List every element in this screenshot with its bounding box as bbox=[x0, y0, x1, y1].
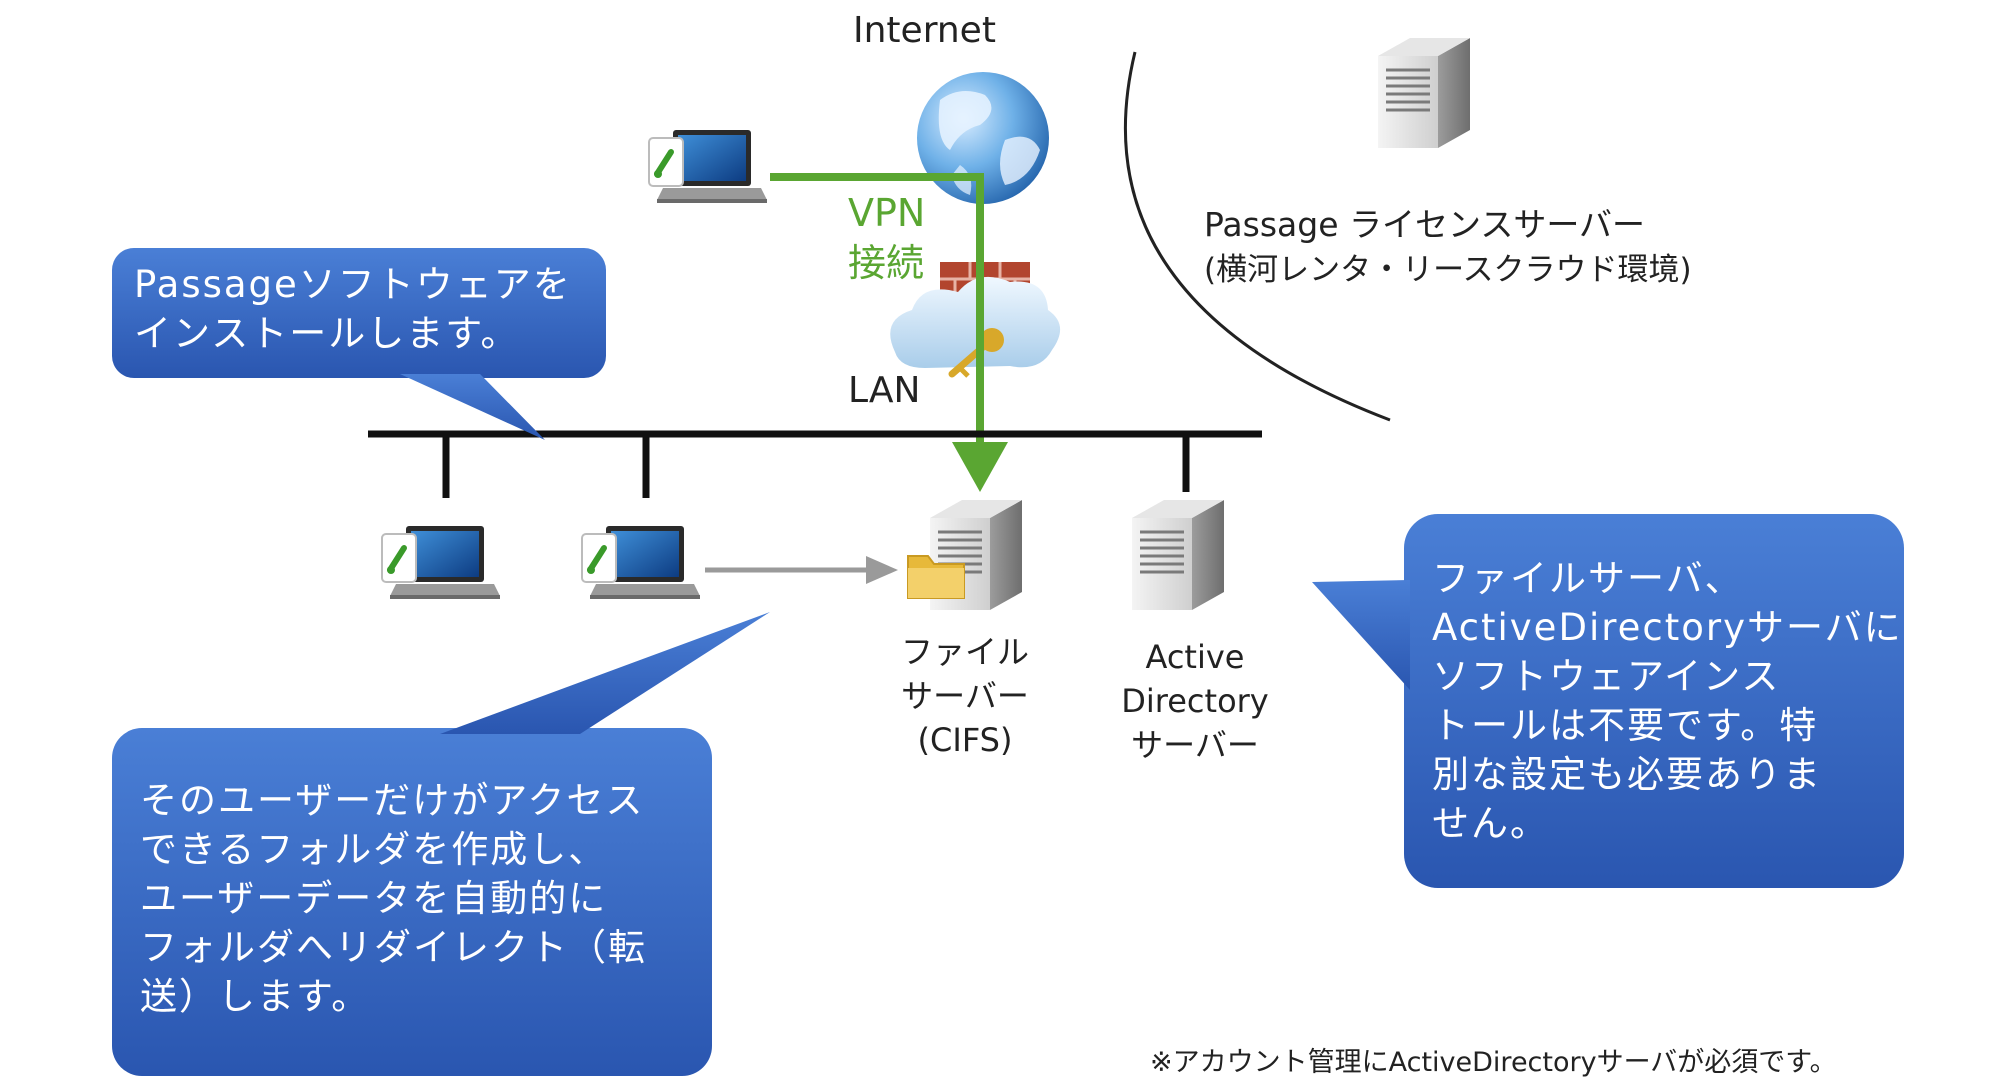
redirect-callout-shape bbox=[112, 612, 770, 1076]
file-server-label-line3: (CIFS) bbox=[917, 721, 1013, 759]
install-callout-line: インストールします。 bbox=[134, 312, 520, 355]
install-callout-text: Passageソフトウェアを インストールします。 bbox=[134, 260, 572, 358]
lan-bus bbox=[368, 430, 1262, 498]
no-install-callout-shape bbox=[1312, 514, 1904, 888]
internet-label: Internet bbox=[853, 10, 996, 51]
vpn-label-line1: VPN bbox=[848, 191, 926, 235]
redirect-callout-line: ユーザーデータを自動的に bbox=[140, 877, 608, 920]
no-install-callout-line: 別な設定も必要ありま bbox=[1432, 753, 1822, 796]
no-install-callout-line: せん。 bbox=[1432, 802, 1549, 845]
license-server-label-line1: Passage ライセンスサーバー bbox=[1204, 205, 1645, 244]
no-install-callout-line: ファイルサーバ、 bbox=[1432, 557, 1744, 600]
install-callout-line: Passageソフトウェアを bbox=[134, 263, 572, 306]
ad-server-label-line2: Directory bbox=[1121, 682, 1269, 720]
cloud-boundary-arc bbox=[1123, 51, 1391, 422]
file-server-label-line1: ファイル bbox=[900, 633, 1029, 671]
redirect-callout-line: そのユーザーだけがアクセス bbox=[140, 779, 645, 822]
lan-laptop-2-icon bbox=[582, 526, 700, 599]
no-install-callout-text: ファイルサーバ、 ActiveDirectoryサーバに ソフトウェアインス ト… bbox=[1432, 554, 1903, 848]
footnote: ※アカウント管理にActiveDirectoryサーバが必須です。 bbox=[1150, 1047, 1837, 1078]
ad-server-icon bbox=[1130, 498, 1226, 612]
redirect-callout-line: フォルダへリダイレクト（転 bbox=[140, 926, 647, 969]
no-install-callout-line: トールは不要です。特 bbox=[1432, 704, 1819, 747]
redirect-callout-line: できるフォルダを作成し、 bbox=[140, 828, 608, 871]
ad-server-label: Active Directory サーバー bbox=[1100, 635, 1290, 767]
vpn-connection-arrow bbox=[770, 173, 1008, 492]
ad-server-label-line1: Active bbox=[1145, 638, 1245, 676]
ad-server-label-line3: サーバー bbox=[1131, 726, 1259, 764]
no-install-callout-line: ソフトウェアインス bbox=[1432, 655, 1781, 698]
license-server-icon bbox=[1376, 36, 1472, 150]
vpn-label-line2: 接続 bbox=[848, 241, 925, 285]
license-server-label-line2: (横河レンタ・リースクラウド環境) bbox=[1204, 252, 1692, 288]
file-server-label: ファイル サーバー (CIFS) bbox=[880, 630, 1050, 762]
no-install-callout-line: ActiveDirectoryサーバに bbox=[1432, 606, 1903, 649]
vpn-cloud-key-icon bbox=[890, 276, 1061, 378]
redirect-arrow bbox=[705, 556, 898, 584]
redirect-callout-line: 送）します。 bbox=[140, 975, 371, 1018]
install-callout-shape bbox=[112, 248, 606, 440]
redirect-callout-text: そのユーザーだけがアクセス できるフォルダを作成し、 ユーザーデータを自動的に … bbox=[140, 776, 647, 1021]
remote-laptop-icon bbox=[649, 130, 767, 203]
lan-laptop-1-icon bbox=[382, 526, 500, 599]
lan-label: LAN bbox=[848, 370, 921, 411]
folder-icon bbox=[907, 555, 965, 599]
file-server-label-line2: サーバー bbox=[901, 677, 1029, 715]
